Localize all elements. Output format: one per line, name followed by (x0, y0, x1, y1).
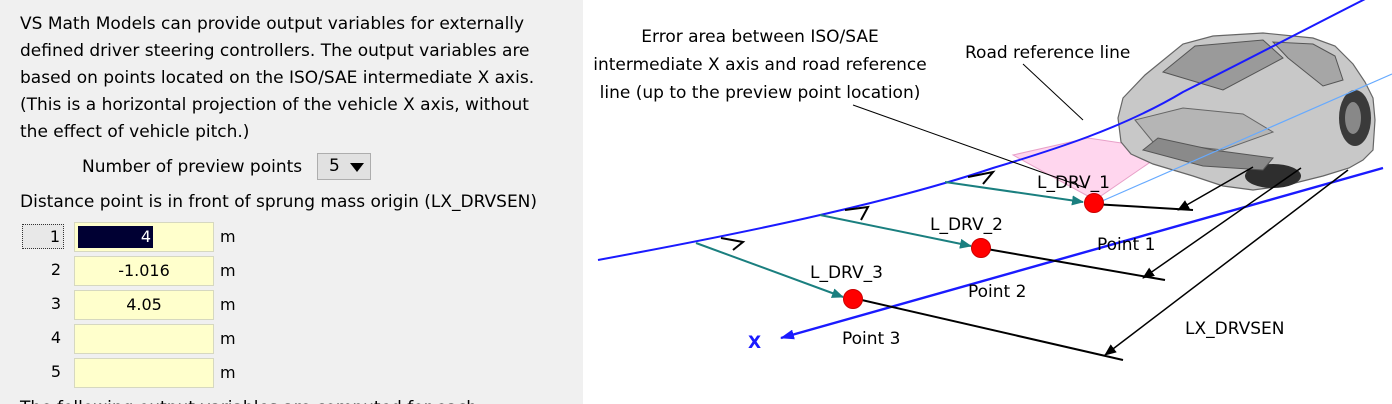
road-ref-leader (1022, 63, 1084, 121)
cutoff-text: The following output variables are compu… (20, 396, 477, 404)
l-drv-label-2: L_DRV_2 (930, 215, 1003, 235)
l-drv-label-3: L_DRV_3 (810, 263, 883, 283)
distance-input-4[interactable] (74, 324, 214, 354)
lx-line-3 (852, 297, 1124, 361)
preview-point-2 (971, 238, 991, 258)
preview-diagram: Error area between ISO/SAE intermediate … (593, 0, 1392, 361)
preview-point-3 (843, 289, 863, 309)
row-number: 4 (50, 328, 61, 347)
selected-text: 4 (78, 226, 153, 248)
preview-point-1 (1084, 193, 1104, 213)
intro-text: VS Math Models can provide output variab… (20, 11, 580, 146)
lx-arrow-2 (1142, 167, 1302, 279)
row-number: 3 (50, 294, 61, 313)
error-area-label: line (up to the preview point location) (600, 83, 921, 103)
error-area-leader (852, 104, 1087, 189)
settings-panel: VS Math Models can provide output variab… (0, 0, 583, 404)
road-reference-line (597, 0, 1366, 261)
lx-line-2 (980, 247, 1166, 281)
error-area-label: Error area between ISO/SAE (641, 27, 878, 47)
lx-arrow-3 (1104, 169, 1349, 356)
distance-input-1[interactable]: 4 (74, 222, 214, 252)
l-drv-arrow-2 (819, 214, 972, 249)
right-angle-mark-3 (720, 237, 746, 251)
preview-points-value: 5 (329, 156, 340, 176)
unit-label: m (220, 363, 236, 382)
row-number[interactable]: 1 (22, 224, 64, 249)
preview-points-label: Number of preview points (82, 157, 303, 177)
right-angle-mark-2 (844, 205, 870, 221)
unit-label: m (220, 329, 236, 348)
lx-arrow-1 (1177, 166, 1254, 211)
road-reference-label: Road reference line (965, 43, 1130, 63)
row-number: 2 (50, 260, 61, 279)
distance-label: Distance point is in front of sprung mas… (20, 192, 538, 212)
point-label-3: Point 3 (842, 329, 900, 349)
distance-input-2[interactable]: -1.016 (74, 256, 214, 286)
intro-line: VS Math Models can provide output variab… (20, 14, 525, 34)
unit-label: m (220, 227, 236, 246)
l-drv-label-1: L_DRV_1 (1037, 173, 1110, 193)
intro-line: defined driver steering controllers. The… (20, 41, 530, 61)
intro-line: the effect of vehicle pitch.) (20, 122, 250, 142)
point-label-2: Point 2 (968, 282, 1026, 302)
vehicle-icon (1117, 32, 1376, 191)
right-angle-mark-1 (967, 170, 996, 185)
point-label-1: Point 1 (1097, 235, 1155, 255)
vehicle-axis-line (1092, 73, 1392, 206)
dropdown-arrow-icon[interactable] (350, 163, 364, 172)
x-axis-label: X (748, 333, 761, 353)
lx-line-1 (1092, 203, 1194, 211)
row-number: 5 (50, 362, 61, 381)
l-drv-arrow-1 (944, 181, 1084, 206)
distance-input-5[interactable] (74, 358, 214, 388)
preview-points-dropdown[interactable]: 5 (317, 153, 371, 180)
l-drv-arrow-3 (695, 242, 844, 298)
unit-label: m (220, 295, 236, 314)
lx-drvsen-label: LX_DRVSEN (1185, 319, 1284, 339)
intro-line: (This is a horizontal projection of the … (20, 95, 529, 115)
unit-label: m (220, 261, 236, 280)
distance-input-3[interactable]: 4.05 (74, 290, 214, 320)
error-area-label: intermediate X axis and road reference (593, 55, 927, 75)
x-axis (780, 166, 1384, 340)
intro-line: based on points located on the ISO/SAE i… (20, 68, 535, 88)
